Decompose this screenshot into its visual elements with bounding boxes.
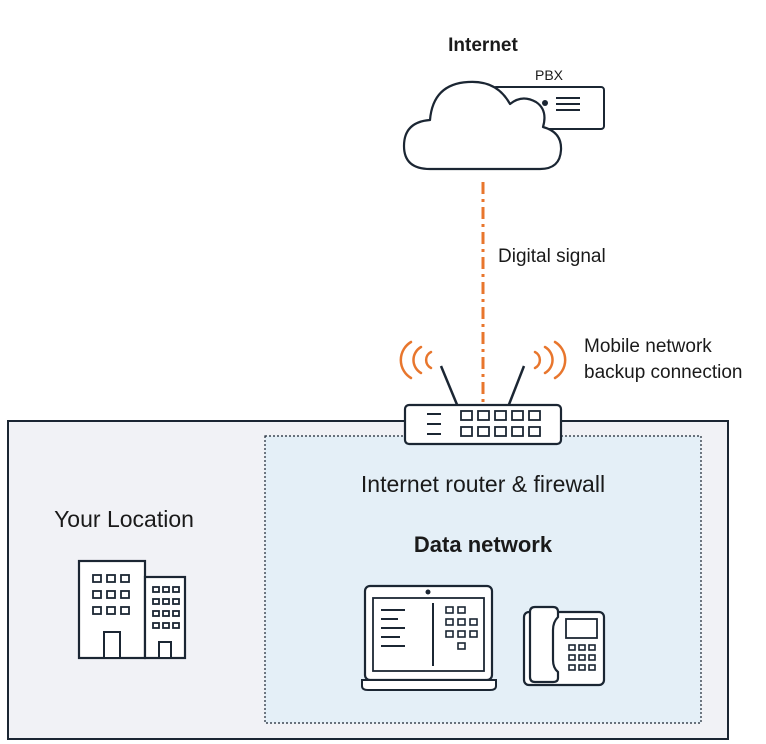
right-wireless-waves-icon	[533, 340, 567, 380]
router-icon	[403, 403, 563, 446]
cloud-icon	[402, 80, 563, 171]
left-wireless-waves-icon	[399, 340, 433, 380]
your-location-label: Your Location	[54, 506, 194, 532]
building-icon	[77, 559, 187, 660]
desk-phone-icon	[522, 605, 606, 687]
left-antenna	[439, 365, 460, 408]
pbx-label: PBX	[535, 67, 564, 83]
internet-label: Internet	[448, 35, 518, 56]
mobile-network-label: Mobile network	[584, 336, 712, 357]
laptop-icon	[361, 584, 497, 691]
router-firewall-label: Internet router & firewall	[361, 471, 605, 497]
digital-signal-label: Digital signal	[498, 246, 606, 267]
data-network-label: Data network	[414, 532, 553, 557]
backup-connection-label: backup connection	[584, 362, 742, 383]
right-antenna	[506, 365, 526, 408]
